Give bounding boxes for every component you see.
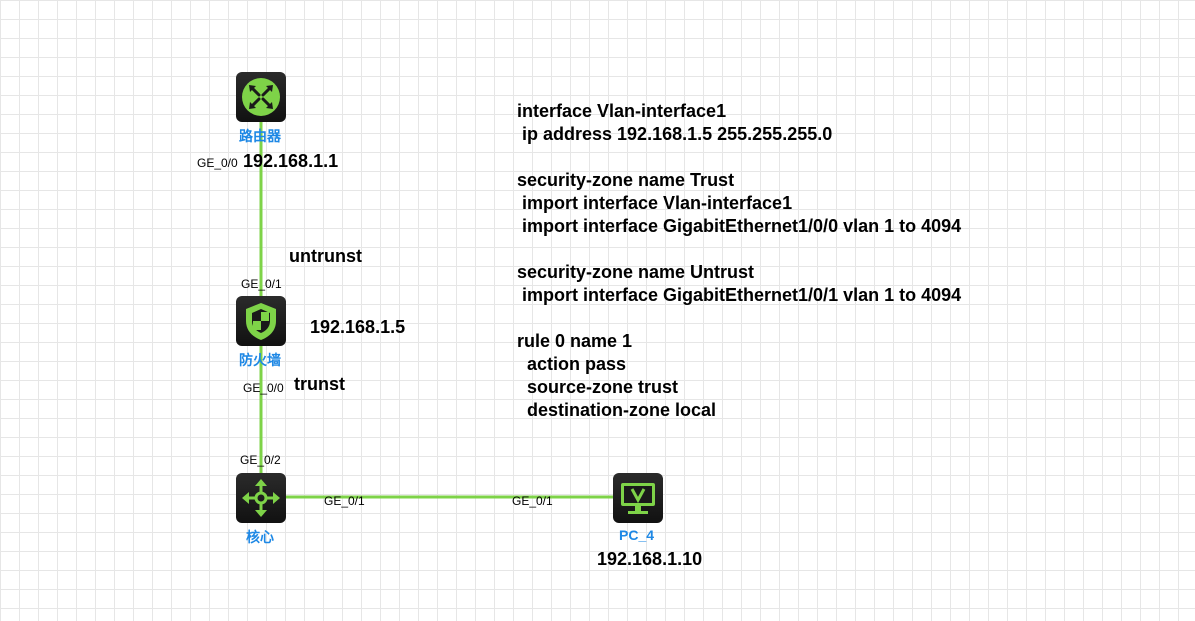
firewall-port-ge01: GE_0/1 bbox=[241, 277, 282, 291]
core-port-ge02: GE_0/2 bbox=[240, 453, 281, 467]
firewall-ip: 192.168.1.5 bbox=[310, 317, 406, 337]
firewall-shield-icon bbox=[236, 296, 286, 346]
firewall-config-text: interface Vlan-interface1 ip address 192… bbox=[517, 101, 962, 420]
router-icon bbox=[236, 72, 286, 122]
firewall-node[interactable] bbox=[236, 296, 286, 346]
pc-label: PC_4 bbox=[619, 527, 655, 543]
pc-monitor-icon bbox=[613, 473, 663, 523]
core-label: 核心 bbox=[246, 529, 274, 545]
firewall-label: 防火墙 bbox=[239, 352, 281, 368]
zone-trust-label: trunst bbox=[294, 374, 345, 394]
pc-ip: 192.168.1.10 bbox=[597, 549, 703, 569]
pc-node[interactable] bbox=[613, 473, 663, 523]
core-switch-node[interactable] bbox=[236, 473, 286, 523]
router-port-ge00: GE_0/0 bbox=[197, 156, 238, 170]
firewall-port-ge00: GE_0/0 bbox=[243, 381, 284, 395]
router-label: 路由器 bbox=[239, 128, 281, 144]
pc-port-ge01: GE_0/1 bbox=[512, 494, 553, 508]
switch-arrows-icon bbox=[236, 473, 286, 523]
router-ip: 192.168.1.1 bbox=[243, 151, 339, 171]
core-port-ge01: GE_0/1 bbox=[324, 494, 365, 508]
router-node[interactable] bbox=[236, 72, 286, 122]
zone-untrust-label: untrunst bbox=[289, 246, 362, 266]
